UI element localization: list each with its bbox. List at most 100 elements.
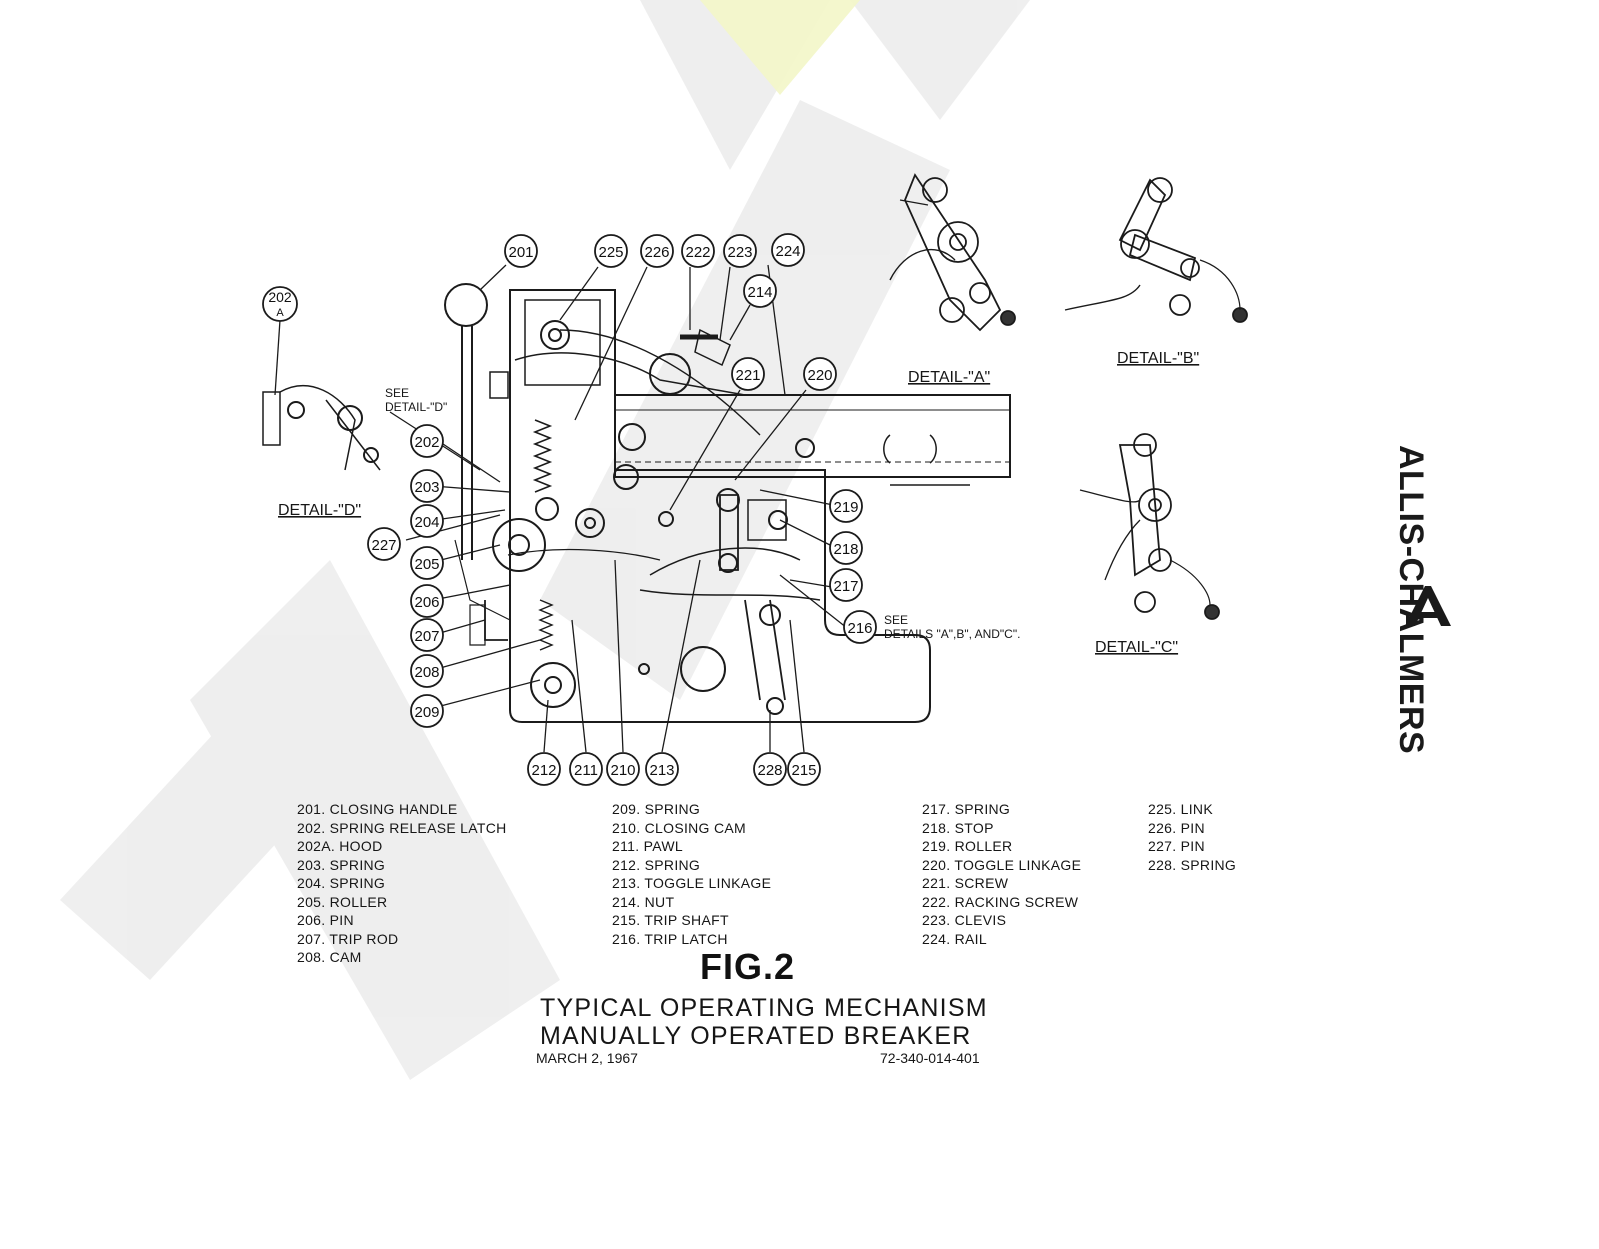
legend-item: 223. CLEVIS [922,912,1007,928]
legend-item: 204. SPRING [297,875,386,891]
see-details-abc-note-1: SEE [884,613,908,627]
svg-text:204: 204 [414,514,439,531]
callout-201: 201 [504,234,538,268]
legend-item: 214. NUT [612,893,675,910]
callout-213: 213 [645,752,679,786]
svg-text:224: 224 [775,243,800,260]
legend-item: 202. SPRING RELEASE LATCH [297,819,507,836]
legend-column-1: 201. CLOSING HANDLE 202. SPRING RELEASE … [297,800,507,967]
svg-text:219: 219 [833,499,858,516]
figure-date: MARCH 2, 1967 [536,1050,638,1066]
svg-text:205: 205 [414,556,439,573]
callout-210: 210 [606,752,640,786]
detail-d-label: DETAIL-"D" [278,502,361,519]
svg-text:228: 228 [757,762,782,779]
callout-225: 225 [594,234,628,268]
svg-text:218: 218 [833,541,858,558]
callout-212: 212 [527,752,561,786]
svg-text:223: 223 [727,244,752,261]
detail-b-drawing [1064,177,1248,323]
legend-item: 212. SPRING [612,856,701,873]
detail-b-label: DETAIL-"B" [1117,350,1199,367]
detail-c-drawing [1079,433,1220,620]
callout-202: 202 [410,424,444,458]
svg-text:210: 210 [610,762,635,779]
legend-item: 226. PIN [1148,819,1205,836]
svg-text:215: 215 [791,762,816,779]
legend-item: 201. CLOSING HANDLE [297,801,458,817]
allis-chalmers-logo-icon [1405,586,1451,626]
legend-item: 216. TRIP LATCH [612,930,728,947]
see-details-abc-note-2: DETAILS "A",B", AND"C". [884,627,1020,641]
callout-228: 228 [753,752,787,786]
legend-column-3: 217. SPRING 218. STOP 219. ROLLER 220. T… [922,800,1081,948]
legend-item: 215. TRIP SHAFT [612,912,729,928]
callout-202a: 202A [262,286,298,322]
figure-subtitle-line-1: TYPICAL OPERATING MECHANISM [540,994,988,1022]
legend-item: 209. SPRING [612,801,701,817]
callout-219: 219 [829,489,863,523]
legend-item: 224. RAIL [922,930,987,947]
legend-item: 217. SPRING [922,801,1011,817]
callout-207: 207 [410,618,444,652]
legend-item: 221. SCREW [922,875,1009,891]
svg-text:226: 226 [644,244,669,261]
legend-item: 225. LINK [1148,801,1213,817]
callout-224: 224 [771,233,805,267]
callout-206: 206 [410,584,444,618]
legend-item: 211. PAWL [612,838,683,854]
legend-item: 202A. HOOD [297,838,383,854]
svg-text:203: 203 [414,479,439,496]
svg-text:221: 221 [735,367,760,384]
svg-text:217: 217 [833,578,858,595]
svg-text:227: 227 [371,537,396,554]
legend-item: 206. PIN [297,912,354,928]
callout-221: 221 [731,357,765,391]
svg-text:207: 207 [414,628,439,645]
legend-item: 213. TOGGLE LINKAGE [612,875,772,891]
drawing-number: 72-340-014-401 [880,1050,980,1066]
legend-item: 205. ROLLER [297,893,388,910]
callout-217: 217 [829,568,863,602]
callout-226: 226 [640,234,674,268]
figure-subtitle-line-2: MANUALLY OPERATED BREAKER [540,1022,972,1050]
svg-text:206: 206 [414,594,439,611]
callout-218: 218 [829,531,863,565]
brand-name: ALLIS-CHALMERS [1392,445,1430,755]
watermark-accent [700,0,860,95]
legend-item: 220. TOGGLE LINKAGE [922,856,1082,873]
legend-item: 218. STOP [922,819,994,836]
see-detail-d-note-2: DETAIL-"D" [385,400,447,414]
svg-text:220: 220 [807,367,832,384]
svg-text:214: 214 [747,284,772,301]
svg-text:211: 211 [574,762,598,779]
callout-bubbles: 201 202A 202 203 204 205 206 207 208 209… [262,233,877,786]
callout-211: 211 [569,752,603,786]
legend-item: 207. TRIP ROD [297,930,399,947]
main-frame [262,283,1011,723]
leader-lines [274,264,848,753]
callout-216: 216 [843,610,877,644]
legend-item: 227. PIN [1148,838,1205,854]
callout-214: 214 [743,274,777,308]
svg-text:202: 202 [268,289,292,305]
legend-column-4: 225. LINK 226. PIN 227. PIN 228. SPRING [1148,800,1236,874]
svg-text:A: A [276,307,284,319]
legend-column-2: 209. SPRING 210. CLOSING CAM 211. PAWL 2… [612,800,771,948]
svg-text:208: 208 [414,664,439,681]
detail-a-label: DETAIL-"A" [908,369,990,386]
svg-text:225: 225 [598,244,623,261]
callout-220: 220 [803,357,837,391]
callout-222: 222 [681,234,715,268]
legend-item: 208. CAM [297,949,362,965]
callout-205: 205 [410,546,444,580]
callout-223: 223 [723,234,757,268]
legend-item: 210. CLOSING CAM [612,819,746,836]
callout-215: 215 [787,752,821,786]
svg-text:202: 202 [414,434,439,451]
callout-203: 203 [410,469,444,503]
legend-item: 222. RACKING SCREW [922,893,1079,910]
svg-text:216: 216 [847,620,872,637]
